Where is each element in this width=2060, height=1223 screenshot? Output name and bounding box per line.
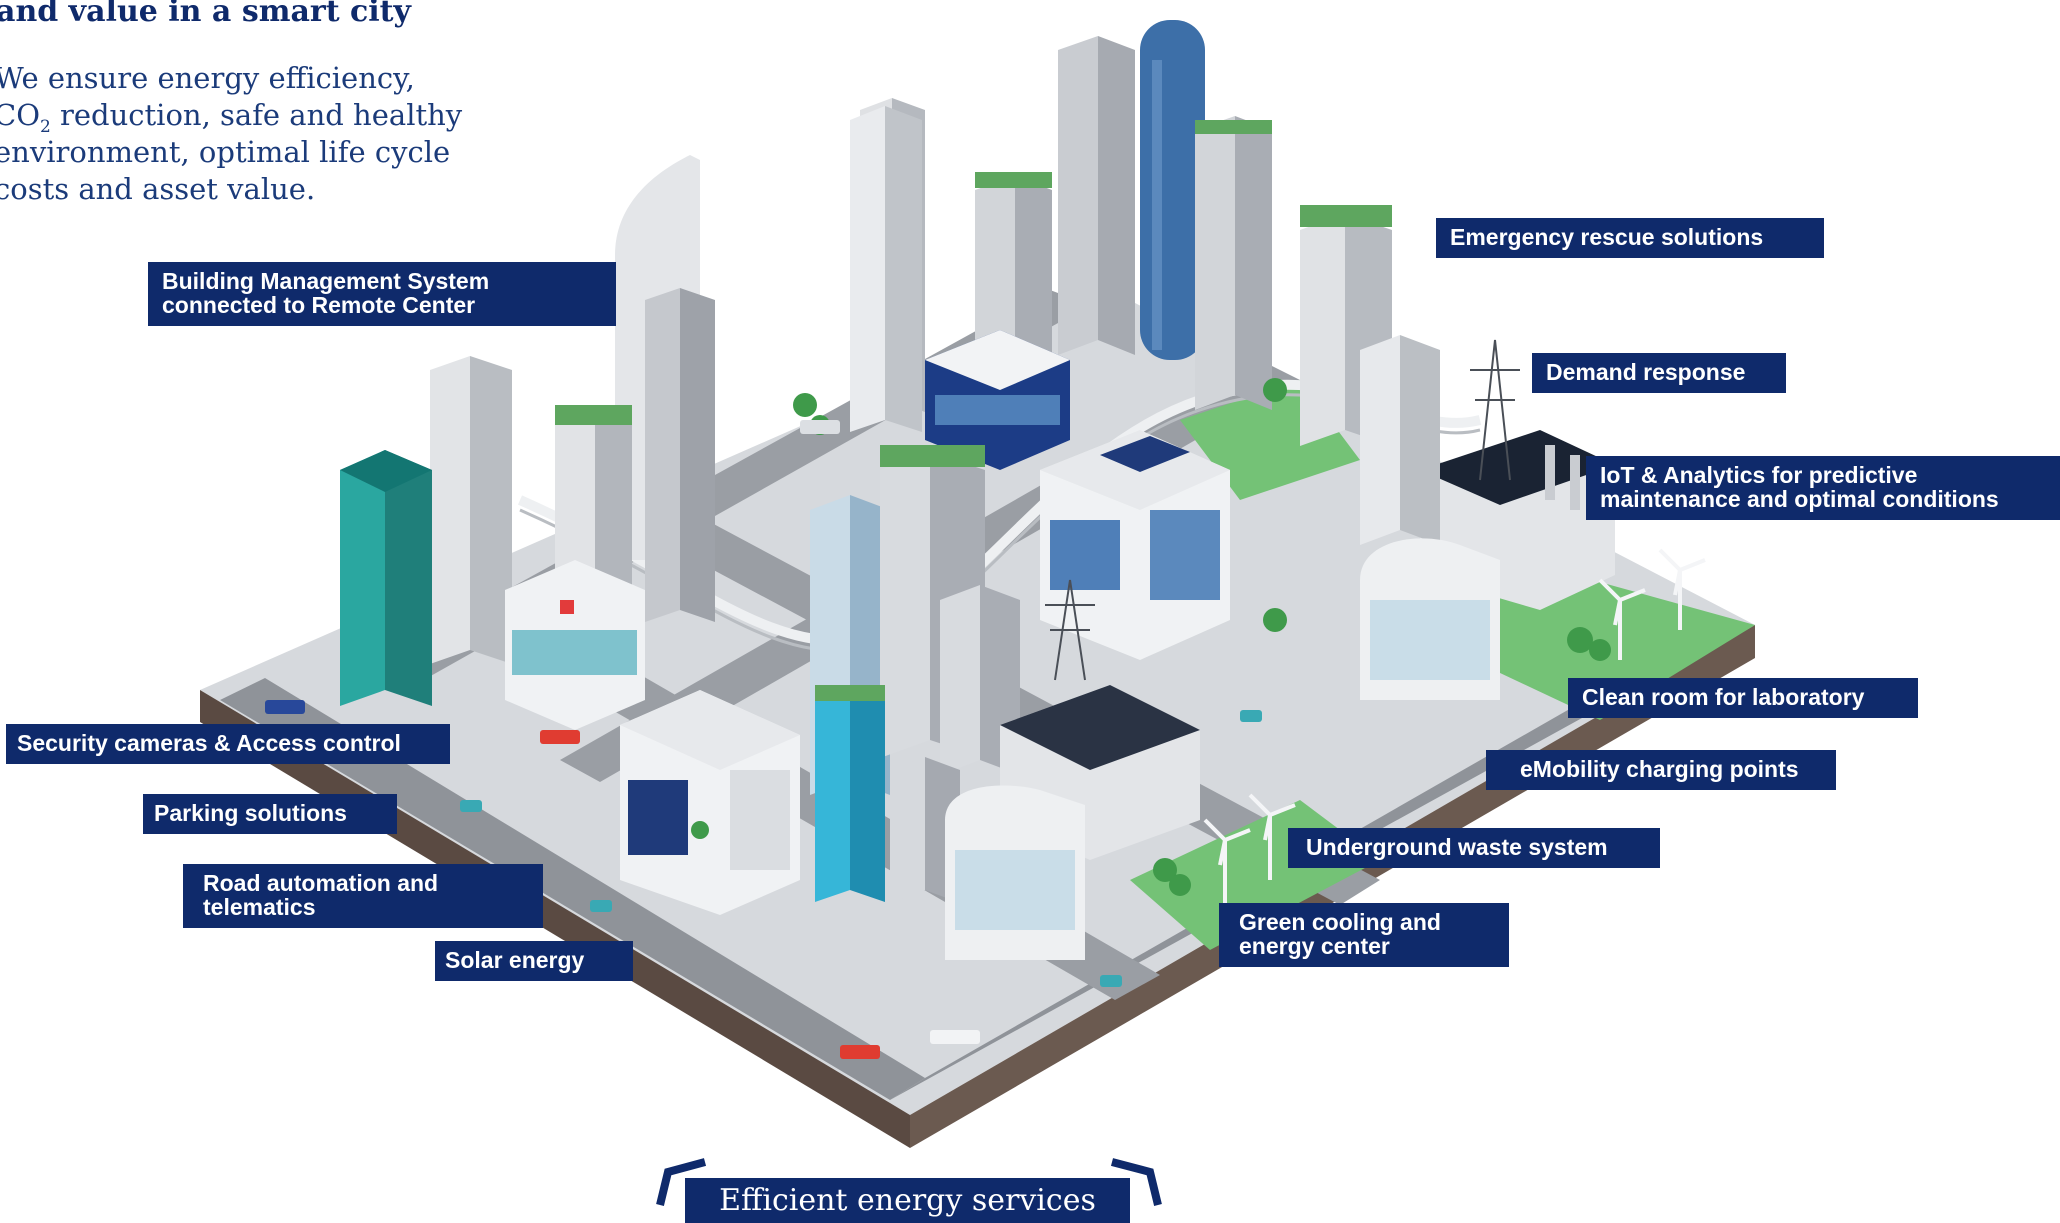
- callout-emobility: eMobility charging points: [1486, 750, 1836, 790]
- intro-text: We ensure energy efficiency, CO2 reducti…: [0, 60, 464, 208]
- callout-solar-energy: Solar energy: [435, 941, 633, 981]
- wind-turbine-south-1: [1203, 818, 1251, 905]
- wind-turbine-south-2: [1248, 793, 1296, 880]
- callout-road-automation: Road automation and telematics: [183, 864, 543, 928]
- road-front-left: [220, 678, 925, 1100]
- callout-clean-room: Clean room for laboratory: [1568, 678, 1918, 718]
- callout-building-management: Building Management System connected to …: [148, 262, 616, 326]
- tower-left-mid: [430, 356, 512, 664]
- wind-turbine-east-2: [1658, 548, 1706, 630]
- tower-back-1: [1058, 36, 1135, 355]
- tower-glass-oval: [1140, 20, 1205, 360]
- footer-bracket-right: [1110, 1158, 1162, 1206]
- wind-turbine-east-1: [1598, 578, 1646, 660]
- building-navy-curved: [925, 330, 1070, 470]
- tower-east-white: [1360, 335, 1440, 545]
- callout-parking: Parking solutions: [143, 794, 397, 834]
- intro-text-start: We ensure energy efficiency, CO: [0, 61, 415, 132]
- callout-green-cooling: Green cooling and energy center: [1219, 903, 1509, 967]
- building-round-south: [945, 785, 1085, 960]
- tower-center-white: [850, 106, 922, 432]
- power-pylon-center: [1045, 579, 1095, 681]
- power-pylon-east: [1470, 339, 1520, 481]
- headline: and value in a smart city: [0, 0, 411, 29]
- intro-text-end: reduction, safe and healthy environment,…: [0, 98, 463, 206]
- building-solar-center: [1040, 430, 1230, 660]
- tower-tall-left-curve: [615, 155, 715, 622]
- building-solar-left: [620, 690, 800, 915]
- callout-underground-waste: Underground waste system: [1288, 828, 1660, 868]
- callout-iot-analytics: IoT & Analytics for predictive maintenan…: [1586, 456, 2060, 520]
- footer-label: Efficient energy services: [685, 1178, 1130, 1223]
- tower-back-3: [1195, 116, 1272, 410]
- building-round-lab: [1360, 538, 1500, 700]
- callout-demand-response: Demand response: [1532, 353, 1786, 393]
- callout-security-cameras: Security cameras & Access control: [6, 724, 450, 764]
- intro-subscript: 2: [39, 116, 51, 137]
- footer-bracket-left: [656, 1158, 707, 1206]
- tower-cyan: [815, 685, 885, 902]
- building-hospital: [505, 560, 645, 730]
- tower-teal-glass: [340, 450, 432, 706]
- vehicles: [265, 420, 1262, 1059]
- callout-emergency-rescue: Emergency rescue solutions: [1436, 218, 1824, 258]
